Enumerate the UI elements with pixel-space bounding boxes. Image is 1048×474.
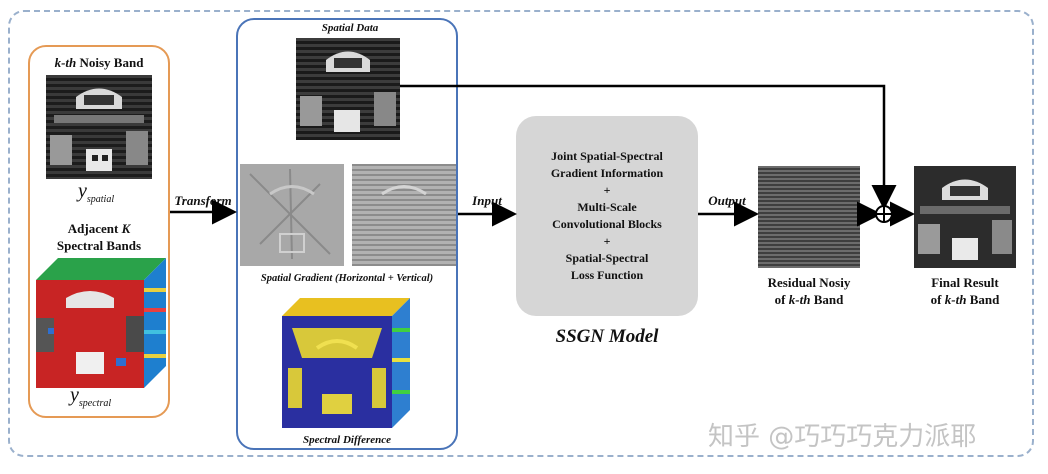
model-line: + [603, 234, 611, 248]
model-line: Convolutional Blocks [552, 217, 662, 231]
horizontal-gradient-image [240, 164, 344, 266]
input-group-box [28, 45, 170, 418]
final-result-image [914, 166, 1016, 268]
model-line: Loss Function [570, 268, 644, 282]
spatial-data-image [296, 38, 400, 140]
residual-noise-image [758, 166, 860, 268]
model-line: Joint Spatial-Spectral [551, 149, 663, 163]
spatial-gradient-label: Spatial Gradient (Horizontal + Vertical) [260, 273, 434, 284]
model-line: + [603, 183, 611, 197]
noisy-band-title: k-th Noisy Band [54, 55, 144, 70]
final-result-label: Final Result of k-th Band [930, 275, 1000, 307]
y-spatial-symbol: yspatial [78, 180, 115, 205]
transform-group-box [236, 18, 458, 450]
y-spectral-symbol: yspectral [70, 384, 112, 409]
residual-label: Residual Nosiy of k-th Band [767, 275, 851, 307]
model-line: Spatial-Spectral [565, 251, 649, 265]
spatial-data-label: Spatial Data [321, 22, 379, 34]
adjacent-bands-label: Adjacent K Spectral Bands [56, 221, 142, 253]
spectral-difference-cube [282, 298, 412, 428]
spectral-cube-image [36, 258, 168, 388]
noisy-band-image [46, 75, 152, 179]
watermark: 知乎 @巧巧巧克力派耶 [708, 422, 977, 452]
skip-connection-arrow [400, 84, 897, 210]
model-line: Multi-Scale [577, 200, 637, 214]
spectral-difference-label: Spectral Difference [302, 434, 392, 446]
model-line: Gradient Information [550, 166, 664, 180]
vertical-gradient-image [352, 164, 456, 266]
ssgn-model-title: SSGN Model [555, 326, 659, 347]
ssgn-model-box [516, 116, 698, 316]
outer-dashed-frame [8, 10, 1034, 457]
model-description: Joint Spatial-Spectral Gradient Informat… [516, 148, 698, 284]
